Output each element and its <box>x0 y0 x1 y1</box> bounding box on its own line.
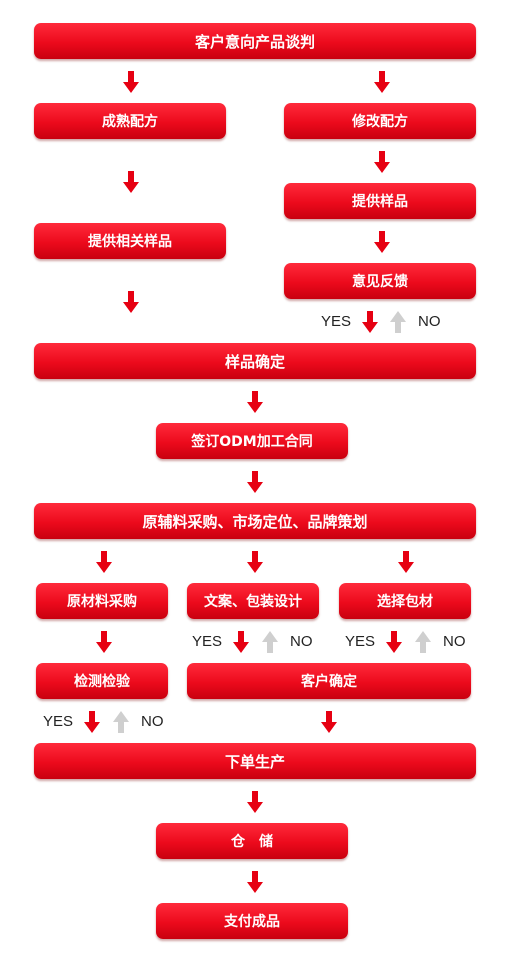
step-negotiation: 客户意向产品谈判 <box>34 23 476 59</box>
arrow-down-icon <box>123 71 139 93</box>
step-label: 下单生产 <box>224 752 285 771</box>
no-label: NO <box>443 633 466 650</box>
arrow-down-icon <box>96 551 112 573</box>
step-label: 原材料采购 <box>67 594 137 610</box>
arrow-down-icon <box>321 711 337 733</box>
step-inspection: 检测检验 <box>36 663 168 699</box>
step-contract: 签订ODM加工合同 <box>156 423 348 459</box>
step-formula: 成熟配方 <box>34 103 226 139</box>
step-label: 提供样品 <box>352 194 408 210</box>
step-label: 文案、包装设计 <box>204 594 302 610</box>
step-production: 下单生产 <box>34 743 476 779</box>
yes-label: YES <box>192 633 223 650</box>
step-provide-sample: 提供样品 <box>284 183 476 219</box>
no-label: NO <box>418 313 441 330</box>
arrow-down-icon <box>374 231 390 253</box>
step-delivery: 支付成品 <box>156 903 348 939</box>
no-label: NO <box>290 633 313 650</box>
step-label: 仓 储 <box>231 834 273 850</box>
yes-label: YES <box>345 633 376 650</box>
step-label: 修改配方 <box>352 114 408 130</box>
yes-label: YES <box>321 313 352 330</box>
step-label: 签订ODM加工合同 <box>191 434 313 450</box>
arrow-down-icon <box>233 631 249 653</box>
step-label: 样品确定 <box>224 352 285 371</box>
arrow-down-icon <box>374 151 390 173</box>
step-modify-formula: 修改配方 <box>284 103 476 139</box>
arrow-down-icon <box>123 291 139 313</box>
arrow-down-icon <box>247 791 263 813</box>
step-feedback: 意见反馈 <box>284 263 476 299</box>
arrow-down-icon <box>247 471 263 493</box>
step-label: 支付成品 <box>224 914 280 930</box>
arrow-down-icon <box>123 171 139 193</box>
step-storage: 仓 储 <box>156 823 348 859</box>
arrow-up-icon <box>415 631 431 653</box>
arrow-down-icon <box>374 71 390 93</box>
arrow-down-icon <box>247 871 263 893</box>
arrow-up-icon <box>262 631 278 653</box>
step-label: 客户确定 <box>301 674 357 690</box>
arrow-down-icon <box>362 311 378 333</box>
arrow-down-icon <box>398 551 414 573</box>
arrow-down-icon <box>247 391 263 413</box>
arrow-down-icon <box>247 551 263 573</box>
step-sample-confirm: 样品确定 <box>34 343 476 379</box>
arrow-down-icon <box>386 631 402 653</box>
yes-label: YES <box>43 713 74 730</box>
step-copywriting: 文案、包装设计 <box>187 583 319 619</box>
step-choose-packaging: 选择包材 <box>339 583 471 619</box>
step-label: 意见反馈 <box>352 274 408 290</box>
step-related-sample: 提供相关样品 <box>34 223 226 259</box>
step-label: 原辅料采购、市场定位、品牌策划 <box>142 512 368 531</box>
step-procurement-plan: 原辅料采购、市场定位、品牌策划 <box>34 503 476 539</box>
no-label: NO <box>141 713 164 730</box>
step-label: 检测检验 <box>74 674 130 690</box>
arrow-up-icon <box>390 311 406 333</box>
arrow-down-icon <box>84 711 100 733</box>
step-material-purchase: 原材料采购 <box>36 583 168 619</box>
arrow-up-icon <box>113 711 129 733</box>
step-label: 提供相关样品 <box>88 234 172 250</box>
step-label: 客户意向产品谈判 <box>194 32 315 51</box>
step-label: 选择包材 <box>377 594 433 610</box>
step-label: 成熟配方 <box>102 114 158 130</box>
arrow-down-icon <box>96 631 112 653</box>
step-customer-confirm: 客户确定 <box>187 663 471 699</box>
